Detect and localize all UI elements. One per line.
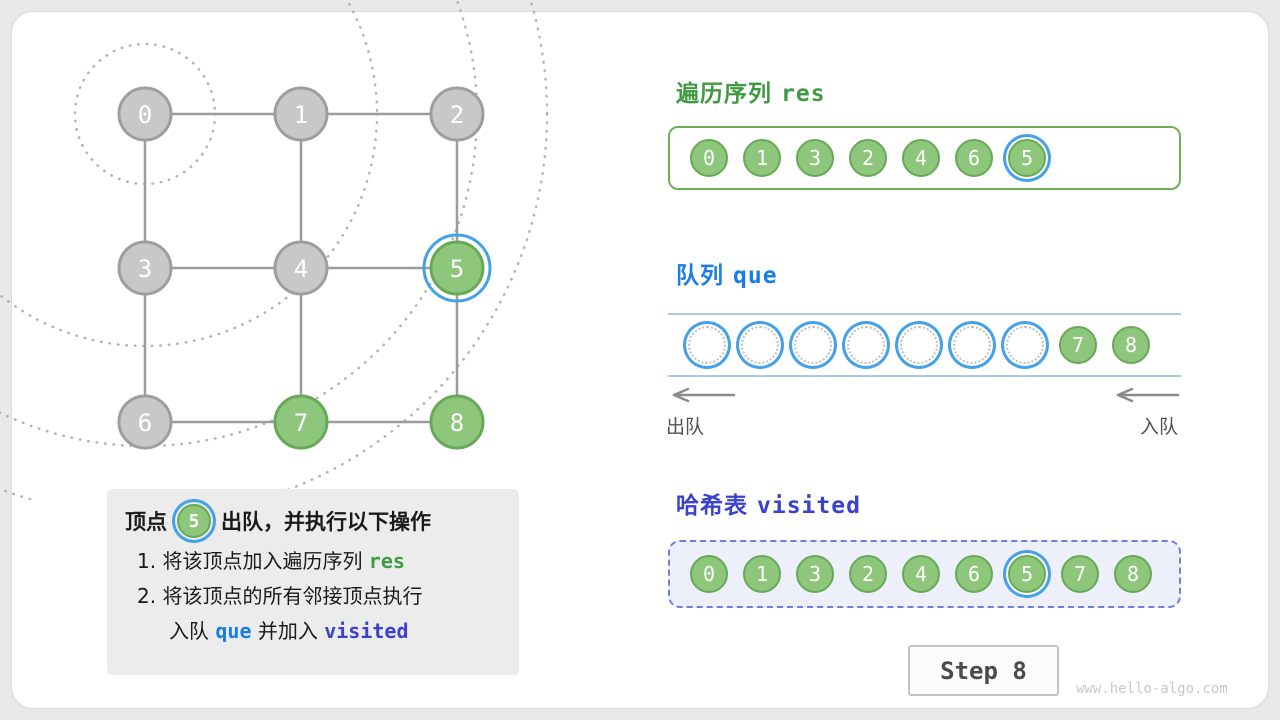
node-chip-5: 5 [177,504,211,538]
visited-title-cn: 哈希表 [676,493,758,519]
svg-text:2: 2 [450,101,464,129]
queue-empty-slot [847,326,885,364]
node-chip-8: 8 [1114,555,1152,593]
queue-empty-slot [688,326,726,364]
node-chip-6: 6 [955,555,993,593]
queue-empty-slot [794,326,832,364]
visited-keyword: visited [324,619,409,643]
node-chip-4: 4 [902,139,940,177]
res-keyword: res [368,549,405,573]
queue-section-title: 队列 que [676,256,778,290]
bfs-wave-arc [0,0,379,348]
watermark: www.hello-algo.com [1076,681,1228,697]
node-chip-5: 5 [1008,555,1046,593]
node-chip-2: 2 [849,555,887,593]
graph-node-7: 7 [273,394,329,450]
svg-text:1: 1 [294,101,308,129]
dequeue-arrow-icon [672,387,736,403]
info-step-3-mid: 并加入 [251,619,325,643]
node-chip-6: 6 [955,139,993,177]
res-section-title: 遍历序列 res [676,74,826,108]
svg-text:5: 5 [450,255,464,283]
graph-node-2: 2 [429,86,485,142]
queue-title-cn: 队列 [676,263,734,289]
node-chip-0: 0 [690,139,728,177]
info-step-3-text: 入队 [169,619,216,643]
enqueue-arrow-icon [1116,387,1180,403]
dequeue-label: 出队 [666,416,705,438]
node-chip-7: 7 [1061,555,1099,593]
graph-node-5: 5 [422,233,492,303]
svg-text:8: 8 [450,409,464,437]
info-heading: 顶点 5 出队，并执行以下操作 [107,489,519,544]
highlight-ring [422,233,492,303]
queue-empty-slot [1006,326,1044,364]
node-chip-5: 5 [1008,139,1046,177]
res-title-cn: 遍历序列 [676,81,782,107]
bfs-wave-arc [0,0,549,500]
graph-node-4: 4 [273,240,329,296]
graph-node-0: 0 [117,86,173,142]
que-keyword: que [215,619,252,643]
node-chip-7: 7 [1059,326,1097,364]
svg-text:4: 4 [294,255,308,283]
operation-info-box: 顶点 5 出队，并执行以下操作 1. 将该顶点加入遍历序列 res 2. 将该顶… [107,489,519,675]
node-chip-3: 3 [796,139,834,177]
graph-node-1: 1 [273,86,329,142]
info-step-1: 1. 将该顶点加入遍历序列 res [107,544,519,579]
queue-title-code: que [733,263,778,289]
svg-text:0: 0 [138,101,152,129]
info-step-2: 2. 将该顶点的所有邻接顶点执行 [137,584,423,608]
graph-node-3: 3 [117,240,173,296]
res-title-code: res [781,81,826,107]
graph-node-8: 8 [429,394,485,450]
visited-section-title: 哈希表 visited [676,486,861,520]
node-chip-2: 2 [849,139,887,177]
queue-empty-slot [741,326,779,364]
node-chip-3: 3 [796,555,834,593]
queue-empty-slot [900,326,938,364]
node-chip-8: 8 [1112,326,1150,364]
svg-text:6: 6 [138,409,152,437]
node-chip-4: 4 [902,555,940,593]
bfs-wave-arc [0,0,479,448]
queue-empty-slot [953,326,991,364]
svg-text:7: 7 [294,409,308,437]
info-heading-prefix: 顶点 [125,510,167,534]
graph-canvas: 0 1 2 3 4 5 6 7 8 [0,0,549,500]
info-heading-suffix: 出队，并执行以下操作 [221,510,431,534]
node-chip-0: 0 [690,555,728,593]
node-chip-1: 1 [743,555,781,593]
step-counter: Step 8 [908,645,1059,696]
svg-text:3: 3 [138,255,152,283]
info-step-1-text: 1. 将该顶点加入遍历序列 [137,549,369,573]
enqueue-label: 入队 [1140,416,1179,438]
graph-node-6: 6 [117,394,173,450]
visited-title-code: visited [757,493,861,519]
info-step-3: 入队 que 并加入 visited [107,614,519,649]
node-chip-1: 1 [743,139,781,177]
